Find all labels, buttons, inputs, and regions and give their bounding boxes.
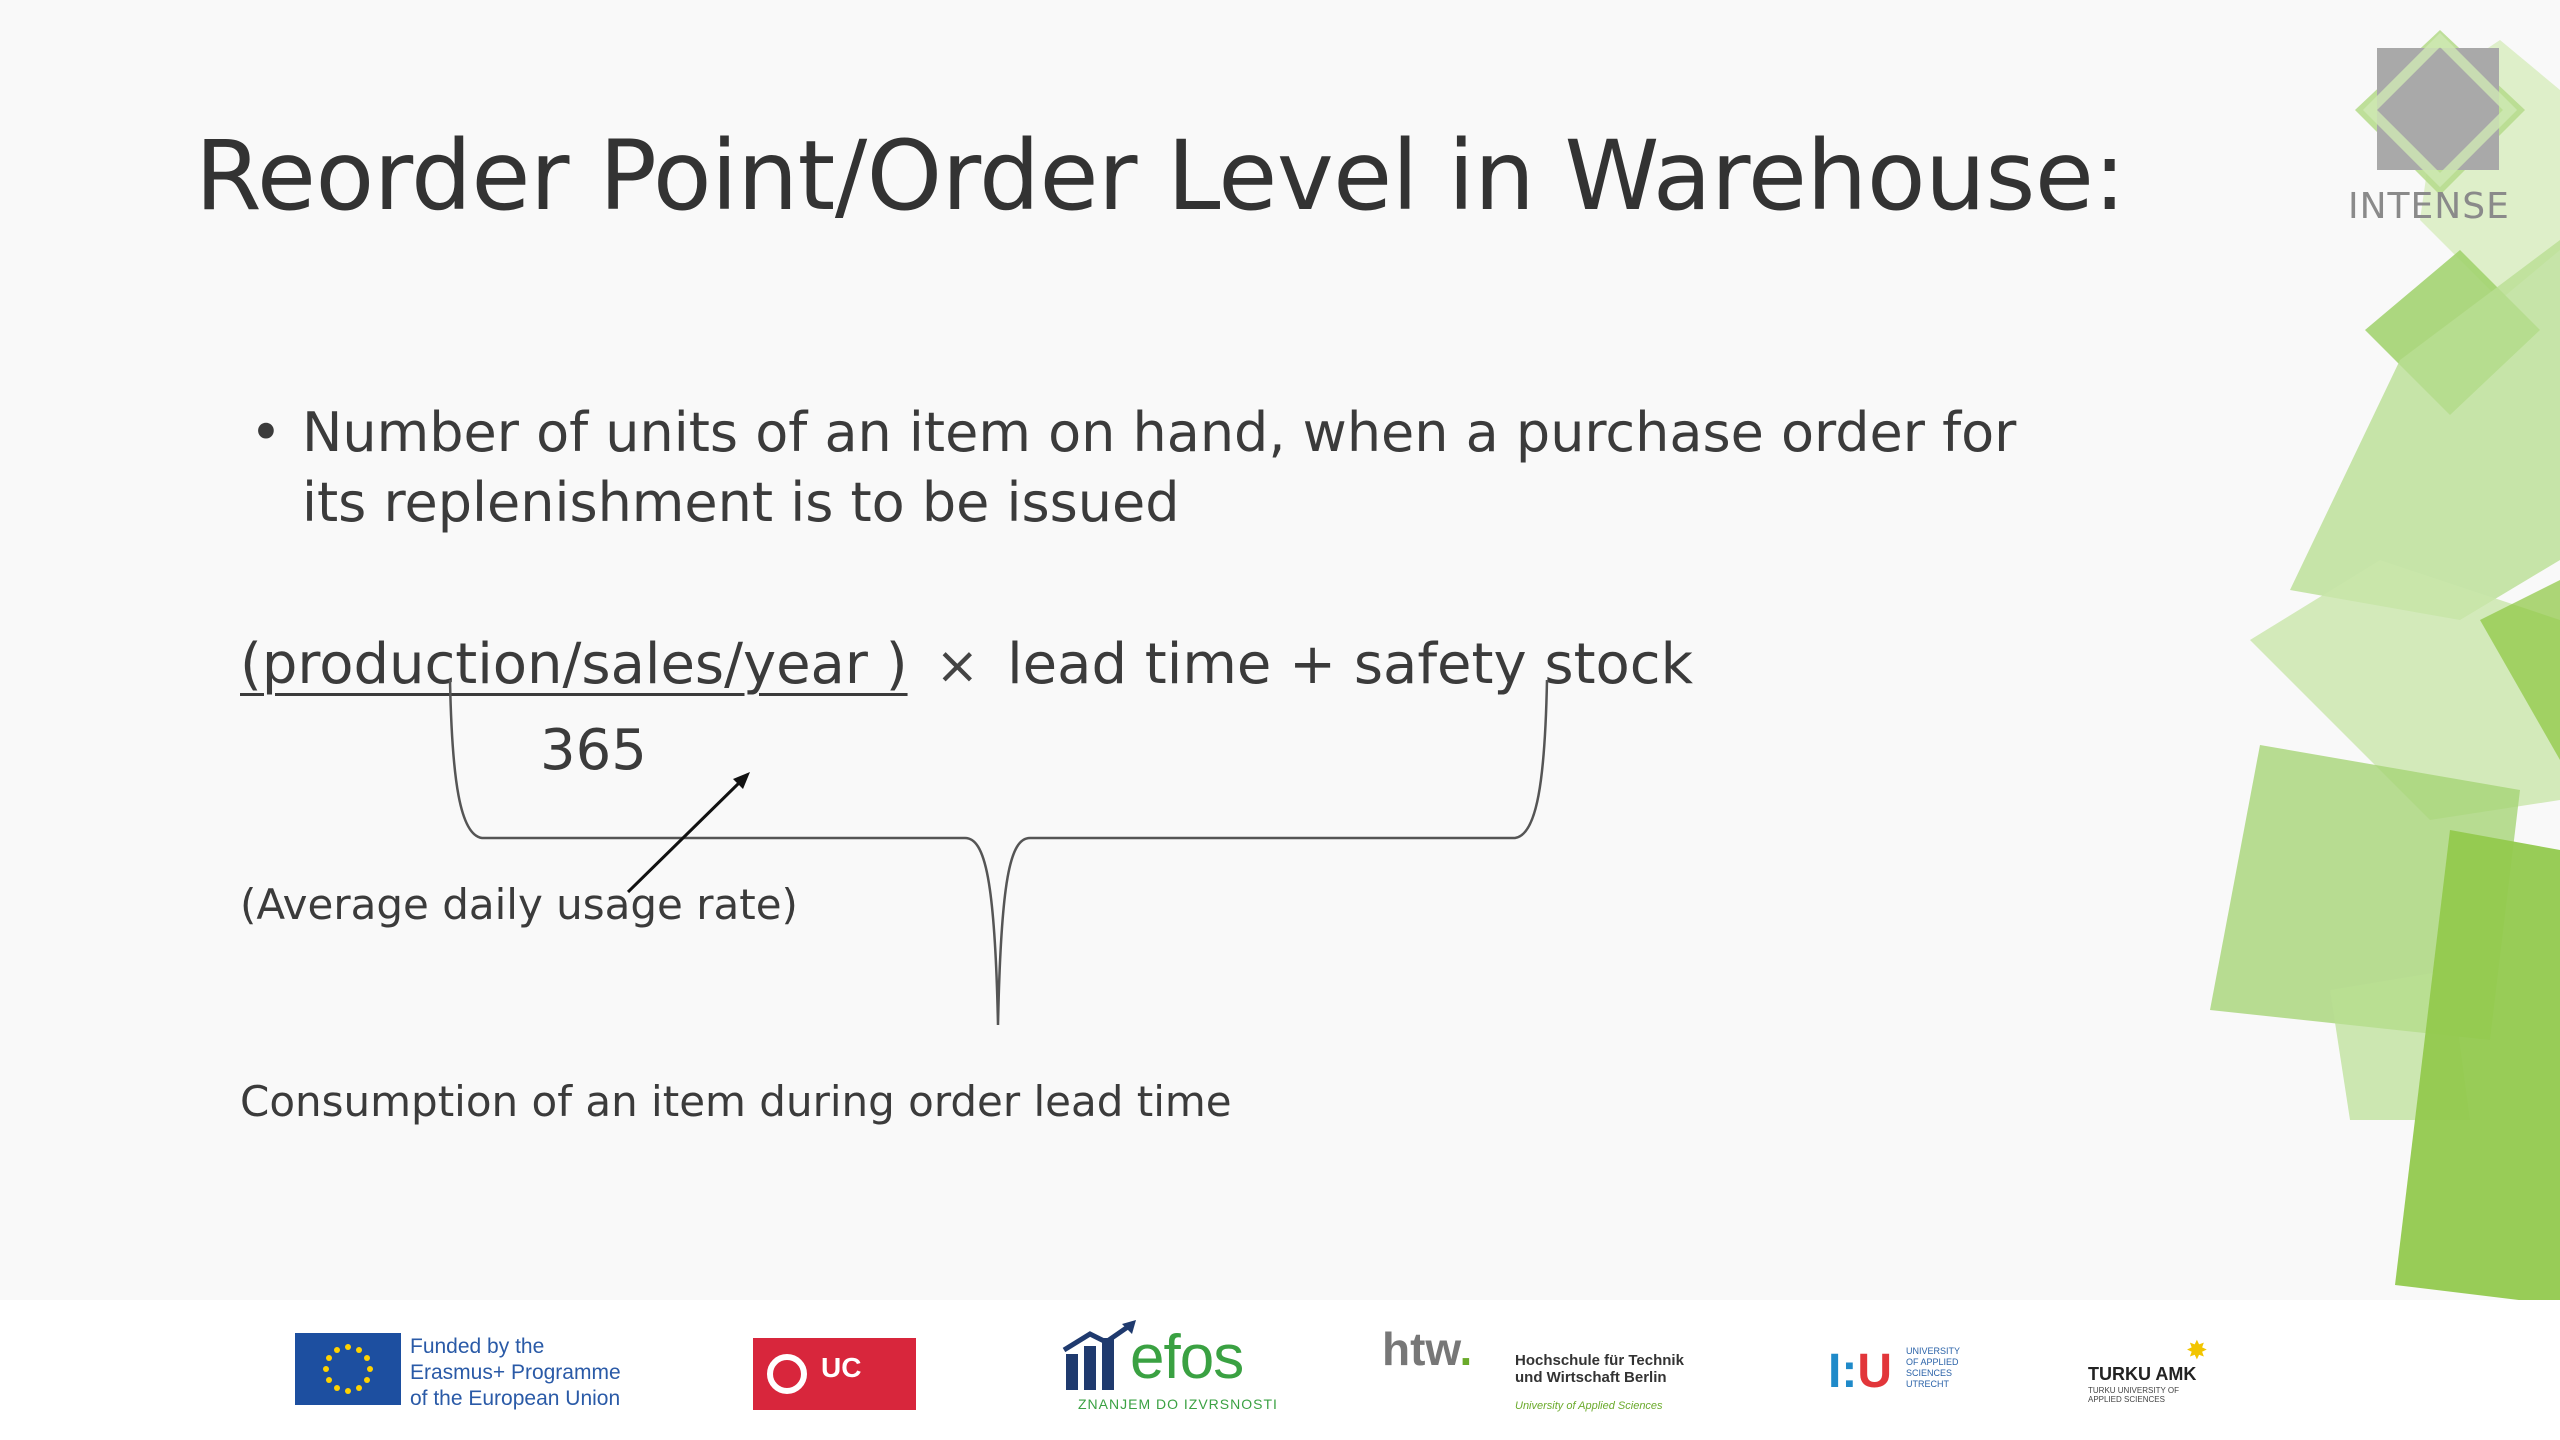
efos-tagline: ZNANJEM DO IZVRSNOSTI (1078, 1396, 1278, 1412)
turku-subtitle: TURKU UNIVERSITY OF APPLIED SCIENCES (2088, 1386, 2179, 1404)
annotation-lines (448, 679, 1549, 1026)
decorative-shapes (2210, 40, 2560, 1300)
consumption-brace (448, 679, 1549, 1026)
eu-flag-icon (295, 1333, 401, 1405)
eu-text-line-3: of the European Union (410, 1387, 621, 1410)
hu-text-line-2: OF APPLIED (1906, 1357, 1959, 1367)
hu-text: UNIVERSITY OF APPLIED SCIENCES UTRECHT (1906, 1346, 1966, 1390)
htw-name: htw (1382, 1323, 1460, 1375)
hu-logo-icon: I:U (1828, 1345, 1892, 1398)
htw-text: Hochschule für Technik und Wirtschaft Be… (1515, 1352, 1684, 1386)
average-daily-usage-label: (Average daily usage rate) (240, 880, 798, 929)
eu-stars-icon (323, 1344, 373, 1394)
hu-text-line-3: SCIENCES (1906, 1368, 1953, 1378)
hu-text-line-4: UTRECHT (1906, 1379, 1949, 1389)
htw-logo: htw. (1382, 1322, 1472, 1376)
formula-rest: lead time + safety stock (1007, 632, 1694, 697)
footer-logos: Funded by the Erasmus+ Programme of the … (0, 1300, 2560, 1440)
htw-text-line-2: und Wirtschaft Berlin (1515, 1369, 1667, 1386)
htw-text-line-1: Hochschule für Technik (1515, 1352, 1684, 1369)
formula-denominator: 365 (540, 718, 647, 783)
bullet-text: Number of units of an item on hand, when… (302, 401, 2017, 534)
intense-logo-text: INTENSE (2348, 186, 2510, 227)
efos-name: efos (1130, 1323, 1244, 1392)
bullet-dot-icon: • (250, 401, 282, 464)
consumption-label: Consumption of an item during order lead… (240, 1077, 1232, 1126)
arrow-line (626, 780, 742, 894)
eu-text-line-2: Erasmus+ Programme (410, 1361, 621, 1384)
intense-logo-icon (2355, 30, 2525, 195)
reorder-formula: (production/sales/year ) × lead time + saf… (240, 632, 1693, 697)
uc-ring-icon (767, 1354, 807, 1394)
sun-icon: ✸ (2186, 1336, 2208, 1366)
turku-name: TURKU AMK (2088, 1364, 2197, 1384)
formula-numerator: (production/sales/year ) (240, 632, 908, 697)
uc-leuven-limburg-logo: UC (753, 1338, 916, 1410)
htw-dot-icon: . (1459, 1323, 1473, 1375)
eu-text-line-1: Funded by the (410, 1335, 545, 1358)
efos-chart-icon (1062, 1320, 1136, 1390)
slide-title: Reorder Point/Order Level in Warehouse: (195, 120, 2126, 232)
uc-name: UC (821, 1352, 862, 1383)
multiply-icon: × (935, 636, 980, 696)
slide: INTENSE Reorder Point/Order Level in War… (195, 30, 2560, 1300)
eu-funding-text: Funded by the Erasmus+ Programme of the … (410, 1334, 621, 1412)
htw-subtitle: University of Applied Sciences (1515, 1400, 1663, 1412)
arrowhead-icon (733, 772, 750, 789)
hu-text-line-1: UNIVERSITY (1906, 1346, 1961, 1356)
